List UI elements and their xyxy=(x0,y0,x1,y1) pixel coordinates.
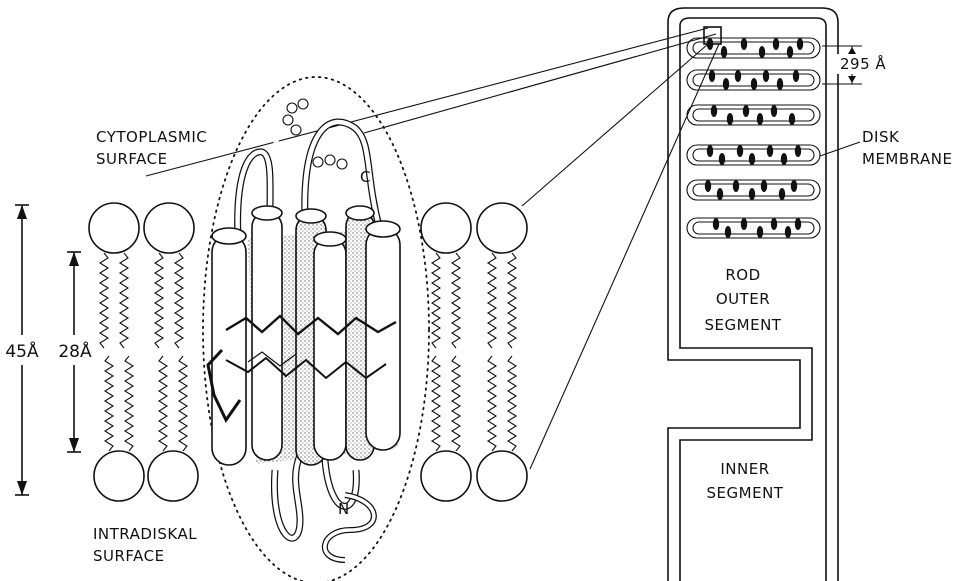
helix-1 xyxy=(212,228,246,465)
svg-text:MEMBRANE: MEMBRANE xyxy=(862,150,952,168)
helix-4 xyxy=(314,232,346,460)
rhodopsin-particle xyxy=(785,226,791,238)
svg-text:SURFACE: SURFACE xyxy=(93,547,165,565)
lipid-bilayer-left xyxy=(89,203,198,501)
disk-stack xyxy=(687,38,820,238)
rhodopsin-particle xyxy=(789,113,795,125)
rhodopsin-particle xyxy=(767,145,773,157)
rhodopsin-particle xyxy=(757,226,763,238)
svg-text:SURFACE: SURFACE xyxy=(96,150,168,168)
disk-3 xyxy=(687,105,820,125)
svg-text:DISK: DISK xyxy=(862,128,900,146)
svg-text:INTRADISKAL: INTRADISKAL xyxy=(93,525,197,543)
rhodopsin-particle xyxy=(787,46,793,58)
svg-text:INNER: INNER xyxy=(720,460,769,478)
rhodopsin-particle xyxy=(735,70,741,82)
rhodopsin-particle xyxy=(743,105,749,117)
rhodopsin-particle xyxy=(721,46,727,58)
rhodopsin-particles xyxy=(705,38,803,238)
rhodopsin-particle xyxy=(795,218,801,230)
rhodopsin-particle xyxy=(741,38,747,50)
rhodopsin-particle xyxy=(723,78,729,90)
rhodopsin-particle xyxy=(795,145,801,157)
svg-text:SEGMENT: SEGMENT xyxy=(705,316,782,334)
rhodopsin-particle xyxy=(707,145,713,157)
rhodopsin-particle xyxy=(761,180,767,192)
rhodopsin-particle xyxy=(709,70,715,82)
rhodopsin-particle xyxy=(719,153,725,165)
rhodopsin-particle xyxy=(757,113,763,125)
rhodopsin-particle xyxy=(737,145,743,157)
rhodopsin-particle xyxy=(771,105,777,117)
rhodopsin-particle xyxy=(779,188,785,200)
rhodopsin-particle xyxy=(793,70,799,82)
rhodopsin-particle xyxy=(717,188,723,200)
n-terminus-label: N xyxy=(338,500,350,518)
rhodopsin-particle xyxy=(705,180,711,192)
rhodopsin-particle xyxy=(771,218,777,230)
rhodopsin-particle xyxy=(711,105,717,117)
rhodopsin-particle xyxy=(763,70,769,82)
cytoplasmic-surface-label: CYTOPLASMIC SURFACE xyxy=(96,128,207,168)
svg-text:SEGMENT: SEGMENT xyxy=(707,484,784,502)
rhodopsin-particle xyxy=(751,78,757,90)
disk-spacing-label: 295 Å xyxy=(840,54,886,73)
rhodopsin-particle xyxy=(725,226,731,238)
rhodopsin-particle xyxy=(727,113,733,125)
rhodopsin-particle xyxy=(713,218,719,230)
rod-outer-segment-label: ROD OUTER SEGMENT xyxy=(705,266,782,334)
helix-2 xyxy=(252,206,282,460)
rhodopsin-particle xyxy=(781,153,787,165)
inner-segment-label: INNER SEGMENT xyxy=(707,460,784,502)
rhodopsin-particle xyxy=(741,218,747,230)
dim-45-label: 45Å xyxy=(5,340,39,362)
rhodopsin-particle xyxy=(791,180,797,192)
rhodopsin-particle xyxy=(777,78,783,90)
dim-28-label: 28Å xyxy=(58,340,92,362)
c-terminus-label: C xyxy=(360,168,371,186)
rhodopsin-particle xyxy=(749,188,755,200)
rhodopsin-particle xyxy=(773,38,779,50)
rhodopsin-particle xyxy=(797,38,803,50)
helix-6 xyxy=(366,221,400,450)
rhodopsin-particle xyxy=(749,153,755,165)
intradiskal-surface-label: INTRADISKAL SURFACE xyxy=(93,525,197,565)
lipid-bilayer-right xyxy=(421,203,527,501)
rhodopsin-particle xyxy=(759,46,765,58)
svg-text:CYTOPLASMIC: CYTOPLASMIC xyxy=(96,128,207,146)
rhodopsin-particle xyxy=(733,180,739,192)
svg-text:ROD: ROD xyxy=(725,266,760,284)
svg-text:OUTER: OUTER xyxy=(716,290,770,308)
disk-membrane-label: DISK MEMBRANE xyxy=(862,128,952,168)
